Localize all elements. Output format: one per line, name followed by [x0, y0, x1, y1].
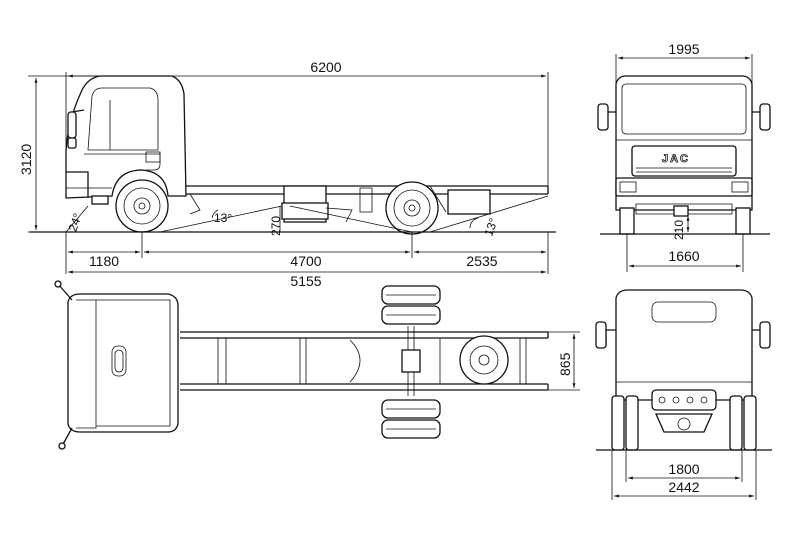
- front-track-label: 1660: [668, 248, 699, 264]
- departure-angle-label: 13°: [481, 216, 500, 238]
- height-label: 3120: [18, 144, 34, 175]
- wheelbase-label: 4700: [290, 253, 321, 269]
- frame-width-label: 865: [557, 352, 573, 376]
- ramp-angle-label: 13°: [214, 211, 232, 225]
- rear-track-label: 1800: [668, 461, 699, 477]
- front-width-label: 1995: [668, 41, 699, 57]
- rear-track-dimension: 1800: [625, 450, 743, 482]
- side-view: 24° 13° 270 13° 3120 6200 1180: [18, 59, 556, 289]
- front-track-dimension: 1660: [626, 234, 744, 272]
- frame-width-dimension: 865: [548, 331, 580, 391]
- top-view: 865: [54, 280, 580, 450]
- side-angle-lines: [65, 195, 549, 233]
- front-clearance-dimension: 210: [672, 216, 690, 240]
- rear-overhang-label: 2535: [466, 253, 497, 269]
- bottom-dimensions: 1180 4700 2535 5155: [65, 232, 549, 289]
- top-cab: [54, 280, 179, 450]
- rear-view: 1800 2442: [595, 289, 772, 500]
- front-width-dimension: 1995: [615, 41, 753, 84]
- front-clearance-label: 210: [672, 220, 686, 240]
- front-brand-logo: JAC: [662, 153, 690, 165]
- side-front-wheel: [115, 179, 169, 233]
- overall-length-dimension: 6200: [65, 59, 549, 186]
- top-rear-wheels-lower: [381, 399, 441, 439]
- rear-width-dimension: 2442: [611, 450, 757, 500]
- overall-length-label: 6200: [310, 59, 341, 75]
- top-rear-wheels-upper: [381, 285, 441, 325]
- side-rear-wheel: [385, 181, 439, 235]
- approach-angle-label: 24°: [65, 211, 84, 233]
- side-cab: [65, 75, 187, 205]
- front-view: JAC 1995 1660 210: [597, 41, 771, 272]
- top-chassis-frame: [180, 326, 549, 396]
- total-length-label: 5155: [290, 273, 321, 289]
- front-overhang-label: 1180: [89, 253, 119, 269]
- side-chassis-frame: [168, 185, 549, 223]
- side-ground-clearance-label: 270: [269, 216, 283, 236]
- rear-width-label: 2442: [668, 479, 699, 495]
